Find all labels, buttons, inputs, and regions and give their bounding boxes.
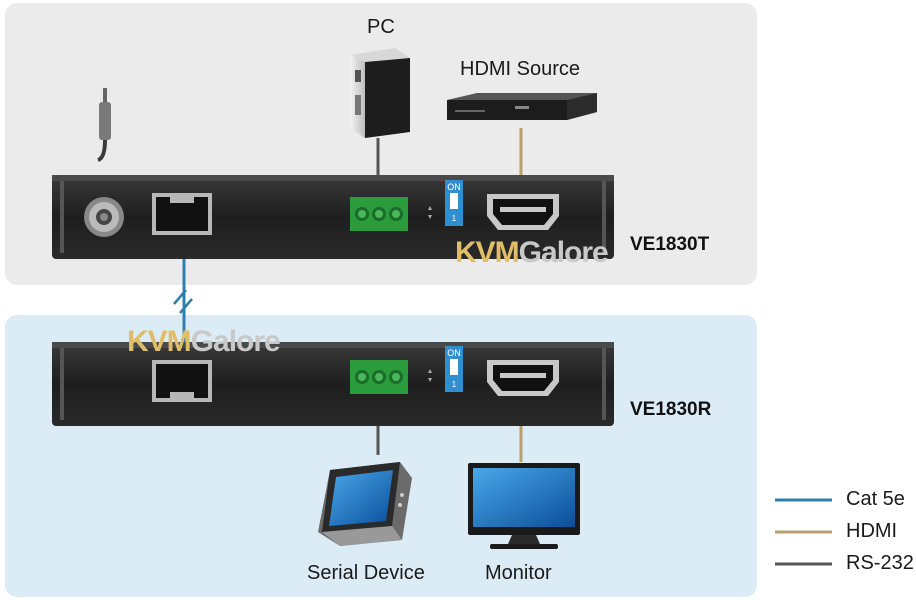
hdmi-source-icon xyxy=(447,93,597,120)
dip-switch-number: 1 xyxy=(452,380,457,389)
hdmi-source-label: HDMI Source xyxy=(460,58,581,80)
dip-switch-on-label: ON xyxy=(447,348,461,358)
dip-switch-icon: ON 1 xyxy=(445,346,463,392)
dip-switch-on-label: ON xyxy=(447,182,461,192)
dip-switch-icon: ON 1 xyxy=(445,180,463,226)
rs232-terminal-icon xyxy=(350,360,408,394)
receiver-model-label: VE1830R xyxy=(630,399,712,420)
legend-lines xyxy=(775,498,832,566)
serial-device-label: Serial Device xyxy=(307,562,425,584)
watermark: KVMGalore xyxy=(127,325,281,358)
legend-label-cat5e: Cat 5e xyxy=(846,488,905,510)
dip-switch-number: 1 xyxy=(452,214,457,223)
rj45-port-icon xyxy=(152,193,212,235)
hdmi-port-icon xyxy=(487,194,559,230)
hdmi-port-icon xyxy=(487,360,559,396)
legend-label-rs232: RS-232 xyxy=(846,552,914,574)
led-indicator-icon xyxy=(428,369,432,382)
power-jack-icon xyxy=(84,197,124,237)
serial-device-icon xyxy=(318,462,412,546)
rj45-port-icon xyxy=(152,360,212,402)
pc-icon xyxy=(350,48,410,138)
legend-label-hdmi: HDMI xyxy=(846,520,898,542)
monitor-icon xyxy=(468,463,580,549)
power-adapter-icon xyxy=(97,88,111,162)
transmitter-model-label: VE1830T xyxy=(630,234,710,255)
led-indicator-icon xyxy=(428,206,432,219)
rs232-terminal-icon xyxy=(350,197,408,231)
pc-label: PC xyxy=(367,16,395,38)
monitor-label: Monitor xyxy=(485,562,552,584)
watermark: KVMGalore xyxy=(455,236,609,269)
